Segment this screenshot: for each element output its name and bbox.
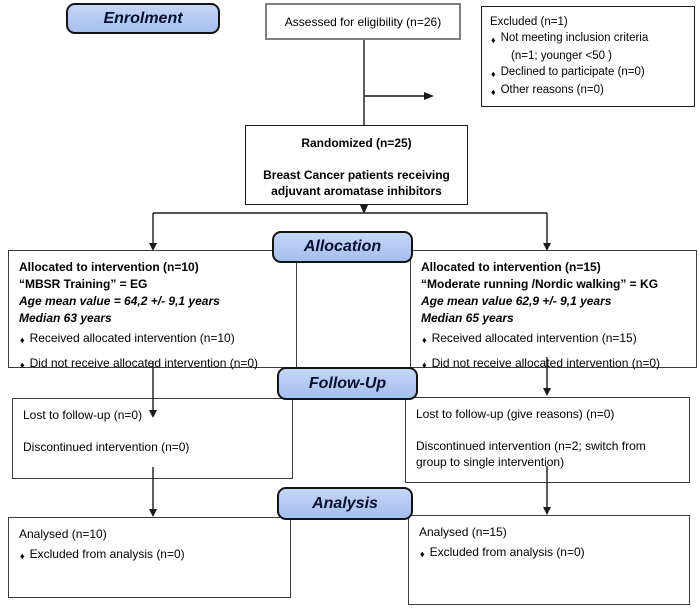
allocation-right-item: ♦ Received allocated intervention (n=15) <box>421 330 686 349</box>
followup-right-discontinued: Discontinued intervention (n=2; switch f… <box>416 438 646 470</box>
assessed-box: Assessed for eligibility (n=26) <box>265 3 461 40</box>
allocation-right-age: Age mean value 62,9 +/- 9,1 years <box>421 294 612 308</box>
assessed-text: Assessed for eligibility (n=26) <box>284 15 442 29</box>
diamond-bullet-icon: ♦ <box>491 35 496 45</box>
excluded-item-continuation: (n=1; younger <50 ) <box>511 50 613 62</box>
excluded-item: ♦ Not meeting inclusion criteria <box>490 30 686 48</box>
followup-right-box: Lost to follow-up (give reasons) (n=0) D… <box>405 397 690 483</box>
followup-left-discontinued: Discontinued intervention (n=0) <box>23 439 190 454</box>
excluded-item-text: Other reasons (n=0) <box>500 84 604 96</box>
allocation-left-item: ♦ Received allocated intervention (n=10) <box>19 330 286 349</box>
analysis-left-item-text: Excluded from analysis (n=0) <box>29 546 185 561</box>
stage-label-allocation: Allocation <box>272 231 413 263</box>
allocation-left-group: “MBSR Training” = EG <box>19 277 148 291</box>
arrow-down-icon <box>543 388 551 396</box>
analysis-right-item-text: Excluded from analysis (n=0) <box>429 544 585 559</box>
allocation-left-title: Allocated to intervention (n=10) <box>19 260 199 274</box>
diamond-bullet-icon: ♦ <box>491 87 496 97</box>
allocation-left-median: Median 63 years <box>19 311 112 325</box>
randomized-box: Randomized (n=25) Breast Cancer patients… <box>245 125 468 205</box>
allocation-left-age: Age mean value = 64,2 +/- 9,1 years <box>19 294 220 308</box>
stage-label-followup: Follow-Up <box>277 367 418 400</box>
analysis-right-title: Analysed (n=15) <box>419 525 507 539</box>
diamond-bullet-icon: ♦ <box>422 360 427 370</box>
allocation-right-item-text: Did not receive allocated intervention (… <box>431 356 661 370</box>
randomized-title: Randomized (n=25) <box>301 136 412 150</box>
allocation-left-item-text: Received allocated intervention (n=10) <box>29 331 235 345</box>
diamond-bullet-icon: ♦ <box>20 550 25 561</box>
randomized-subtitle: Breast Cancer patients receiving adjuvan… <box>263 167 450 199</box>
excluded-box: Excluded (n=1) ♦ Not meeting inclusion c… <box>481 6 695 107</box>
excluded-item-text: Not meeting inclusion criteria <box>500 32 649 44</box>
allocation-left-item: ♦ Did not receive allocated intervention… <box>19 355 286 374</box>
stage-label-enrolment: Enrolment <box>66 3 220 34</box>
diamond-bullet-icon: ♦ <box>491 69 496 79</box>
allocation-right-group: “Moderate running /Nordic walking” = KG <box>421 277 659 291</box>
diamond-bullet-icon: ♦ <box>20 335 25 345</box>
followup-right-lost: Lost to follow-up (give reasons) (n=0) <box>416 407 615 421</box>
excluded-title: Excluded (n=1) <box>490 16 568 28</box>
analysis-right-item: ♦ Excluded from analysis (n=0) <box>419 544 679 563</box>
arrow-down-icon <box>543 507 551 515</box>
analysis-left-item: ♦ Excluded from analysis (n=0) <box>19 546 280 565</box>
stage-label-analysis: Analysis <box>277 487 413 520</box>
arrow-right-icon <box>424 92 434 100</box>
allocation-right-title: Allocated to intervention (n=15) <box>421 260 601 274</box>
followup-left-box: Lost to follow-up (n=0) Discontinued int… <box>12 398 293 479</box>
diamond-bullet-icon: ♦ <box>20 360 25 370</box>
diamond-bullet-icon: ♦ <box>422 335 427 345</box>
excluded-item: ♦ Declined to participate (n=0) <box>490 64 686 82</box>
followup-left-lost: Lost to follow-up (n=0) <box>23 408 143 422</box>
allocation-left-box: Allocated to intervention (n=10) “MBSR T… <box>8 250 297 370</box>
analysis-left-title: Analysed (n=10) <box>19 527 107 541</box>
arrow-down-icon <box>360 205 368 214</box>
analysis-left-box: Analysed (n=10) ♦ Excluded from analysis… <box>8 517 291 598</box>
analysis-right-box: Analysed (n=15) ♦ Excluded from analysis… <box>408 515 690 605</box>
allocation-right-median: Median 65 years <box>421 311 514 325</box>
allocation-right-item-text: Received allocated intervention (n=15) <box>431 331 637 345</box>
arrow-down-icon <box>149 509 157 517</box>
excluded-item: ♦ Other reasons (n=0) <box>490 82 686 100</box>
allocation-left-item-text: Did not receive allocated intervention (… <box>29 356 259 370</box>
diamond-bullet-icon: ♦ <box>420 548 425 559</box>
allocation-right-item: ♦ Did not receive allocated intervention… <box>421 355 686 374</box>
excluded-item-text: Declined to participate (n=0) <box>500 66 645 78</box>
allocation-right-box: Allocated to intervention (n=15) “Modera… <box>410 250 697 370</box>
